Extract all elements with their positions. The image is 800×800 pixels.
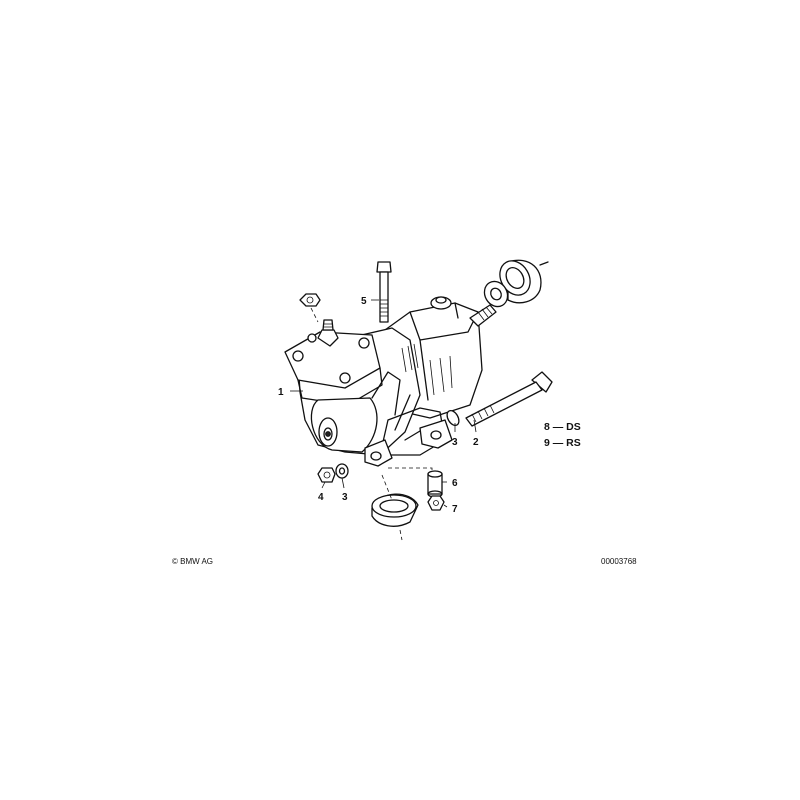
callout-7: 7	[452, 504, 458, 515]
callout-1: 1	[278, 387, 284, 398]
callout-2: 2	[473, 437, 479, 448]
bolt-top	[376, 261, 392, 323]
leader-lines	[290, 299, 477, 508]
copyright-label: © BMW AG	[172, 557, 213, 566]
callout-3-left: 3	[342, 492, 348, 503]
shaft-seal-upper	[483, 259, 549, 308]
long-bolt	[446, 371, 553, 427]
shaft-seal-lower	[371, 474, 419, 541]
nut-washer-lower-left	[317, 463, 349, 483]
bushing-and-nut	[388, 467, 445, 511]
nut-top	[299, 293, 321, 323]
legend-item-8: 8 — DS	[544, 421, 581, 433]
callout-3-right: 3	[452, 437, 458, 448]
callout-5: 5	[361, 296, 367, 307]
image-number: 00003768	[601, 557, 637, 566]
legend-item-9: 9 — RS	[544, 437, 581, 449]
callout-6: 6	[452, 478, 458, 489]
steering-gear-housing	[284, 296, 497, 467]
callout-4: 4	[318, 492, 324, 503]
